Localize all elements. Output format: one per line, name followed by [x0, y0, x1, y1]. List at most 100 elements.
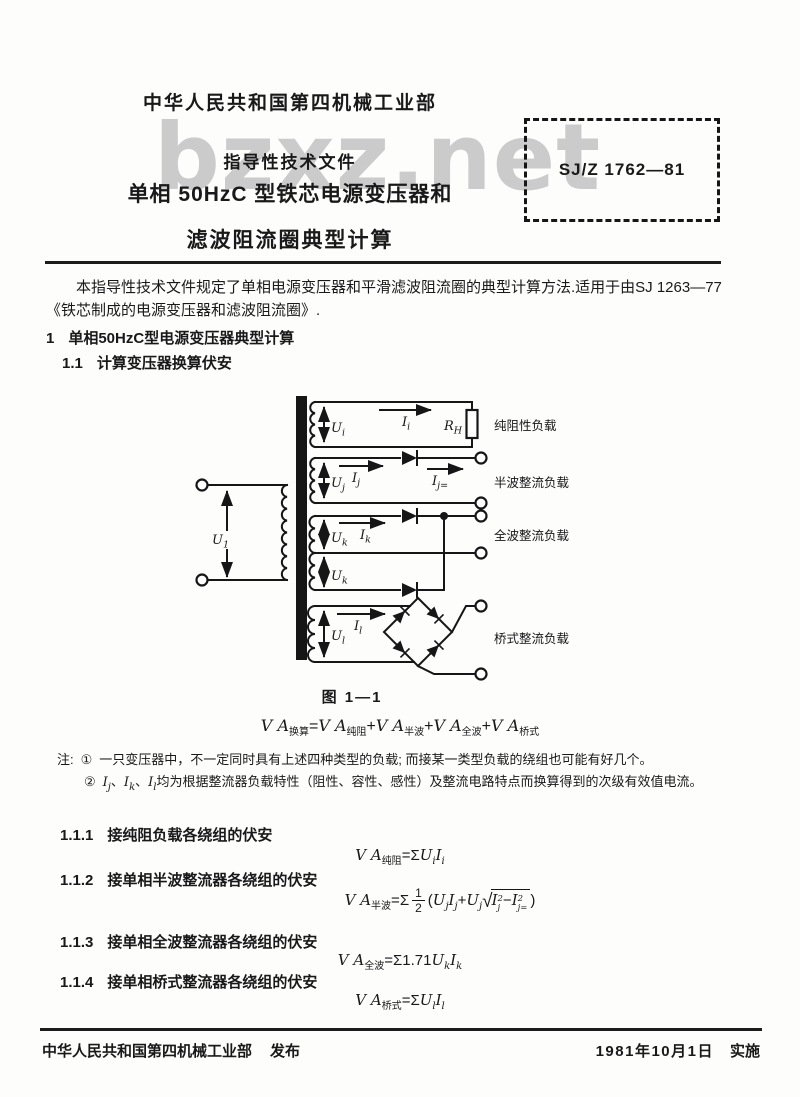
sym-va: V A — [433, 716, 462, 735]
footer-dates: 1981年10月1日实施 — [596, 1040, 760, 1061]
sym-sigma: Σ — [410, 847, 420, 864]
sub-var: j — [107, 782, 111, 793]
sub-cjk: 桥式 — [381, 1001, 402, 1012]
intro-paragraph: 本指导性技术文件规定了单相电源变压器和平滑滤波阻流圈的典型计算方法.适用于由SJ… — [46, 276, 764, 322]
var-i: I — [148, 775, 154, 790]
section-number: 1.1.1 — [60, 827, 94, 844]
note-text: Ij、Ik、Il均为根据整流器负载特性（阻性、容性、感性）及整流电路特点而换算得… — [103, 772, 703, 798]
sub-var: l — [441, 1001, 445, 1012]
sym-eq: = — [401, 992, 411, 1009]
sub-var: k — [456, 961, 463, 972]
intro-line2: 《铁芯制成的电源变压器和滤波阻流圈》. — [46, 302, 321, 319]
issuer-name: 中华人民共和国第四机械工业部 — [42, 1043, 253, 1060]
note-1: 注: ① 一只变压器中，不一定同时具有上述四种类型的负载; 而接某一类型负载的绕… — [57, 750, 759, 770]
sub-var: i — [432, 856, 436, 867]
sym-sigma: Σ — [393, 952, 403, 969]
sym-va: V A — [337, 951, 365, 969]
output-terminal — [474, 546, 488, 560]
diode-icon — [402, 508, 418, 524]
sub-var: j — [454, 901, 458, 912]
sub-var: j — [445, 901, 449, 912]
var-i: I — [448, 891, 455, 909]
var-i: I — [123, 775, 130, 790]
sup: 2 — [517, 894, 524, 905]
sym-eq: = — [384, 952, 393, 969]
diode-icon — [402, 582, 418, 598]
sym-plus: + — [424, 718, 434, 735]
separator: 、 — [110, 774, 124, 789]
sub-var: j — [479, 901, 483, 912]
implement-label: 实施 — [729, 1043, 760, 1060]
sym-paren: ) — [530, 892, 536, 909]
footer-issuer: 中华人民共和国第四机械工业部发布 — [42, 1040, 300, 1061]
var-i: I — [450, 951, 457, 969]
sub-cjk: 桥式 — [519, 727, 540, 738]
coil-icon — [307, 604, 317, 664]
sub-cjk: 全波 — [364, 961, 385, 972]
note-marker: ② — [84, 774, 96, 789]
formula-total-va: V A换算=V A纯阻+V A半波+V A全波+V A桥式 — [0, 716, 800, 738]
var-u: U — [419, 991, 433, 1009]
junction-dot — [440, 512, 448, 520]
output-terminal — [474, 599, 488, 613]
ii-label: Ii — [401, 415, 410, 433]
var-i: I — [491, 891, 498, 909]
output-terminal — [474, 667, 488, 681]
sym-va: V A — [260, 716, 289, 735]
secondary-fullwave: Uk Uk Ik 全波整流负载 — [308, 508, 570, 598]
footer-divider — [40, 1028, 762, 1031]
standard-number-box: SJ/Z 1762—81 — [524, 118, 720, 222]
standard-number: SJ/Z 1762—81 — [558, 160, 686, 179]
primary-coil-icon — [280, 483, 289, 582]
secondary-bridge: Ul Il 桥式整流负载 — [307, 596, 570, 681]
section-number: 1.1.2 — [60, 872, 94, 889]
coil-icon — [309, 400, 317, 449]
sym-va: V A — [355, 991, 382, 1009]
diode-icon — [392, 605, 411, 624]
footer: 中华人民共和国第四机械工业部发布 1981年10月1日实施 — [42, 1040, 760, 1061]
note-2: ② Ij、Ik、Il均为根据整流器负载特性（阻性、容性、感性）及整流电路特点而换… — [57, 772, 759, 798]
sub: j — [497, 903, 501, 913]
rh-label: RH — [443, 419, 463, 437]
sym-va: V A — [318, 716, 347, 735]
section-title: 接单相半波整流器各绕组的伏安 — [107, 872, 318, 889]
formula-resistive: V A纯阻=ΣUiIi — [0, 846, 800, 867]
sub-var: k — [129, 782, 136, 793]
output-terminal — [474, 451, 488, 465]
sub-cjk: 全波 — [461, 727, 482, 738]
note-text-body: 均为根据整流器负载特性（阻性、容性、感性）及整流电路特点而换算得到的次级有效值电… — [156, 774, 703, 789]
sub-cjk: 纯阻 — [381, 856, 402, 867]
secondary-halfwave: Uj Ij Ij= 半波整流负载 — [309, 450, 570, 510]
output-terminal — [474, 509, 488, 523]
intro-line1: 本指导性技术文件规定了单相电源变压器和平滑滤波阻流圈的典型计算方法.适用于由SJ… — [76, 279, 722, 296]
var-u: U — [419, 846, 433, 864]
uk2-label: Uk — [331, 569, 348, 587]
var-u: U — [431, 951, 445, 969]
coil-icon — [309, 456, 317, 505]
ijdc-label: Ij= — [431, 474, 448, 492]
output-terminal — [474, 496, 488, 510]
var-u: U — [432, 891, 446, 909]
publish-label: 发布 — [270, 1043, 301, 1060]
sym-plus: + — [457, 892, 467, 909]
section-number: 1.1 — [62, 355, 83, 372]
var-i: I — [511, 891, 518, 909]
sym-eq: = — [401, 847, 411, 864]
ul-label: Ul — [331, 629, 345, 647]
sym-minus: − — [502, 892, 512, 909]
sub-cjk: 换算 — [289, 727, 309, 738]
note-marker: ① — [80, 752, 93, 767]
sym-eq: = — [391, 892, 400, 909]
il-label: Il — [353, 619, 362, 637]
doc-type-label: 指导性技术文件 — [223, 153, 357, 172]
load-label-resistive: 纯阻性负载 — [494, 419, 557, 433]
ui-label: Ui — [331, 421, 345, 439]
u1-label: U1 — [212, 533, 229, 551]
core-bar — [296, 396, 307, 660]
